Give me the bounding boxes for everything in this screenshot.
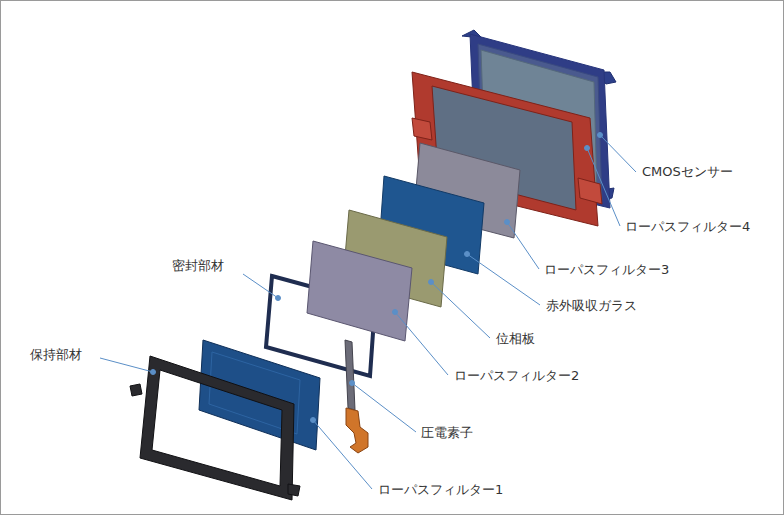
leader-lines (100, 133, 636, 490)
part-label: CMOSセンサー (642, 163, 733, 181)
part-label: 保持部材 (30, 346, 82, 364)
part-label: ローパスフィルター4 (625, 218, 750, 236)
part-label: ローパスフィルター3 (544, 261, 669, 279)
part-label: ローパスフィルター2 (454, 367, 579, 385)
part-label: 密封部材 (172, 257, 224, 275)
part-label: ローパスフィルター1 (378, 481, 503, 499)
part-label: 位相板 (496, 330, 535, 348)
part-label: 圧電素子 (421, 424, 473, 442)
part-label: 赤外吸収ガラス (546, 297, 637, 315)
piezoelectric-element (345, 340, 368, 453)
low-pass-filter-2 (307, 241, 412, 341)
holding-member (130, 356, 300, 500)
